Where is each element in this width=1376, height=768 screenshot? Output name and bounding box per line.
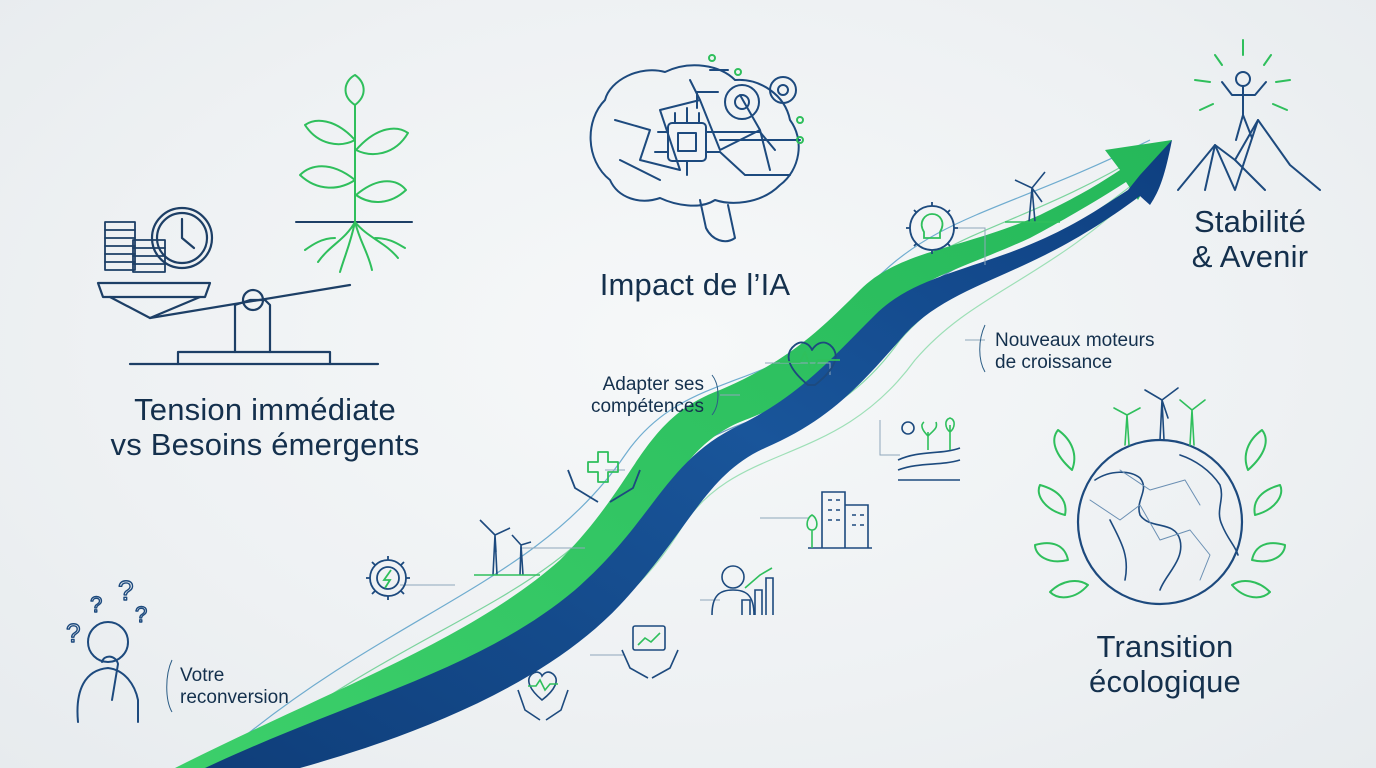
tension-title: Tension immédiate vs Besoins émergents bbox=[60, 392, 470, 462]
reconversion-label: Votre reconversion bbox=[180, 665, 289, 710]
ecology-title-line2: écologique bbox=[1089, 663, 1241, 699]
stability-title-line2: & Avenir bbox=[1191, 238, 1309, 274]
lightbulb-gear-icon bbox=[906, 202, 958, 254]
connector-lines bbox=[166, 227, 986, 713]
hands-cross-icon bbox=[567, 451, 641, 503]
hands-heart-icon bbox=[517, 671, 569, 721]
plant-roots-icon bbox=[295, 74, 413, 273]
scale-coins-clock-icon bbox=[96, 206, 380, 366]
wind-turbine-icon bbox=[1005, 171, 1060, 223]
growth-arrow bbox=[175, 139, 1172, 768]
skills-line1: Adapter ses bbox=[602, 374, 704, 395]
svg-text:?: ? bbox=[90, 592, 102, 617]
svg-text:?: ? bbox=[66, 618, 80, 648]
tension-title-line1: Tension immédiate bbox=[134, 392, 396, 427]
growth-line2: de croissance bbox=[995, 352, 1113, 374]
heart-rate-icon bbox=[780, 341, 840, 386]
reconversion-line1: Votre bbox=[180, 665, 225, 686]
skills-line2: compétences bbox=[590, 396, 704, 418]
brain-chip-icon bbox=[589, 54, 804, 243]
growth-line1: Nouveaux moteurs bbox=[995, 330, 1155, 351]
ecology-title-line1: Transition bbox=[1096, 629, 1234, 664]
growth-label: Nouveaux moteurs de croissance bbox=[995, 330, 1154, 375]
summit-person-icon bbox=[1177, 39, 1321, 191]
svg-text:?: ? bbox=[135, 602, 147, 627]
stability-title: Stabilité & Avenir bbox=[1160, 204, 1340, 274]
tension-title-line2: vs Besoins émergents bbox=[110, 426, 420, 462]
reconversion-line2: reconversion bbox=[180, 687, 289, 709]
farm-growth-icon bbox=[897, 417, 961, 481]
gear-lightning-icon bbox=[366, 556, 410, 600]
ia-title: Impact de l’IA bbox=[540, 267, 850, 303]
globe-leaves-icon bbox=[1034, 387, 1286, 606]
thinking-person-icon: ? ? ? ? bbox=[65, 574, 148, 723]
wind-turbines-icon bbox=[474, 519, 540, 576]
person-chart-icon bbox=[711, 565, 774, 616]
ecology-title: Transition écologique bbox=[1050, 629, 1280, 699]
svg-text:?: ? bbox=[118, 575, 134, 606]
city-buildings-icon bbox=[806, 491, 872, 549]
hands-chart-icon bbox=[621, 625, 679, 679]
stability-title-line1: Stabilité bbox=[1193, 204, 1307, 239]
ia-title-text: Impact de l’IA bbox=[599, 267, 791, 302]
skills-label: Adapter ses compétences bbox=[560, 374, 704, 419]
